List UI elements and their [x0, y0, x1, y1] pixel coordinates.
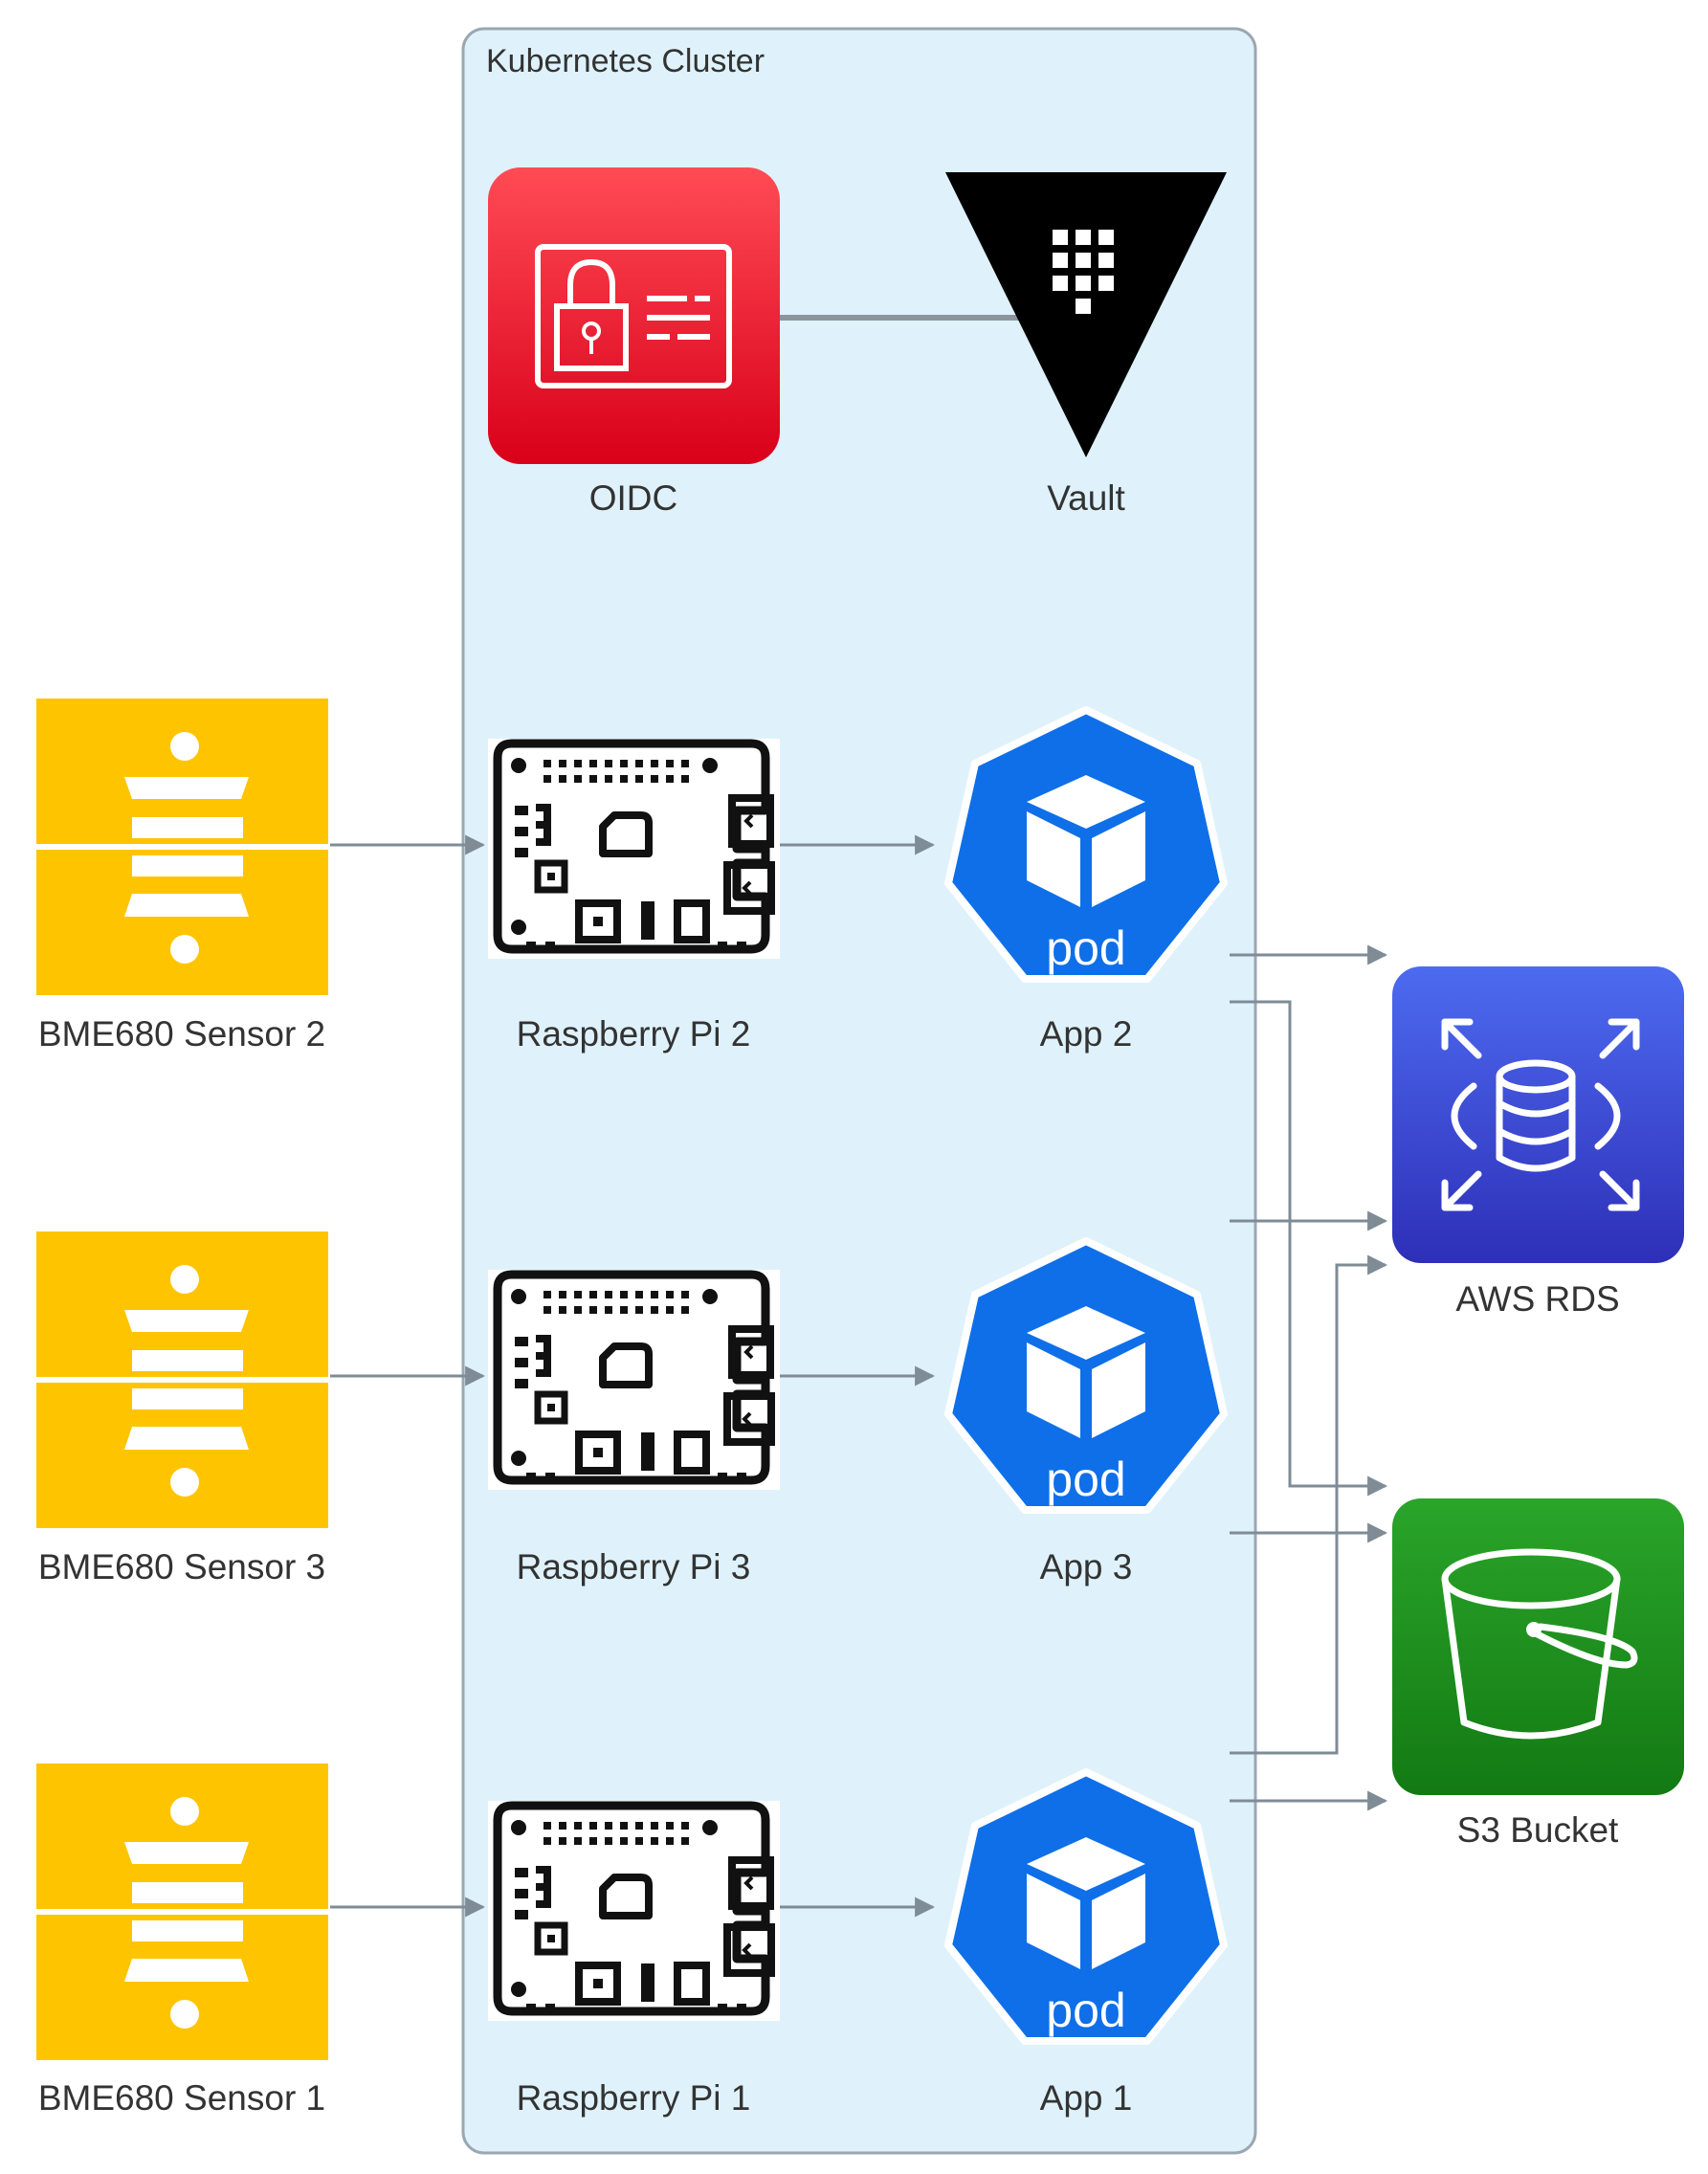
edges — [330, 315, 1388, 1918]
app-1-pod-badge: pod — [1046, 1984, 1125, 2037]
sensor-2-label: BME680 Sensor 2 — [38, 1014, 325, 1054]
vault-label: Vault — [1047, 478, 1125, 518]
oidc-label: OIDC — [589, 478, 678, 518]
pi-2-label: Raspberry Pi 2 — [517, 1014, 751, 1054]
node-aws-rds[interactable]: AWS RDS — [1392, 966, 1684, 1319]
bme680-sensor-icon — [36, 1231, 328, 1528]
node-sensor-2[interactable]: BME680 Sensor 2 — [36, 699, 328, 1054]
pi-1-label: Raspberry Pi 1 — [517, 2078, 751, 2118]
kubernetes-cluster: Kubernetes Cluster — [461, 27, 1257, 2155]
edge-app1-rds — [1230, 1254, 1388, 1755]
sensor-3-label: BME680 Sensor 3 — [38, 1547, 325, 1586]
s3-label: S3 Bucket — [1457, 1810, 1619, 1850]
app-2-pod-badge: pod — [1046, 921, 1125, 975]
node-app-3[interactable]: pod App 3 — [948, 1241, 1224, 1586]
bme680-sensor-icon — [36, 699, 328, 995]
app-3-label: App 3 — [1040, 1547, 1133, 1586]
node-vault[interactable]: Vault — [945, 172, 1227, 518]
raspberry-pi-board-icon — [488, 1801, 780, 2021]
rds-label: AWS RDS — [1455, 1279, 1619, 1319]
node-oidc[interactable]: OIDC — [488, 167, 780, 518]
node-raspberry-pi-2[interactable]: Raspberry Pi 2 — [488, 739, 780, 1054]
raspberry-pi-board-icon — [488, 1270, 780, 1490]
app-1-label: App 1 — [1040, 2078, 1133, 2118]
pi-3-label: Raspberry Pi 3 — [517, 1547, 751, 1586]
node-sensor-1[interactable]: BME680 Sensor 1 — [36, 1764, 328, 2118]
bme680-sensor-icon — [36, 1764, 328, 2060]
sensor-1-label: BME680 Sensor 1 — [38, 2078, 325, 2118]
vault-triangle-icon — [945, 172, 1227, 457]
app-3-pod-badge: pod — [1046, 1453, 1125, 1506]
node-app-1[interactable]: pod App 1 — [948, 1772, 1224, 2118]
node-raspberry-pi-3[interactable]: Raspberry Pi 3 — [488, 1270, 780, 1586]
raspberry-pi-board-icon — [488, 739, 780, 959]
node-s3-bucket[interactable]: S3 Bucket — [1392, 1498, 1684, 1850]
node-sensor-3[interactable]: BME680 Sensor 3 — [36, 1231, 328, 1586]
cluster-label: Kubernetes Cluster — [486, 43, 765, 79]
database-cylinder-icon — [1392, 966, 1684, 1263]
node-app-2[interactable]: pod App 2 — [948, 710, 1224, 1054]
node-raspberry-pi-1[interactable]: Raspberry Pi 1 — [488, 1801, 780, 2118]
bucket-icon — [1392, 1498, 1684, 1795]
app-2-label: App 2 — [1040, 1014, 1133, 1054]
id-card-lock-icon — [488, 167, 780, 464]
